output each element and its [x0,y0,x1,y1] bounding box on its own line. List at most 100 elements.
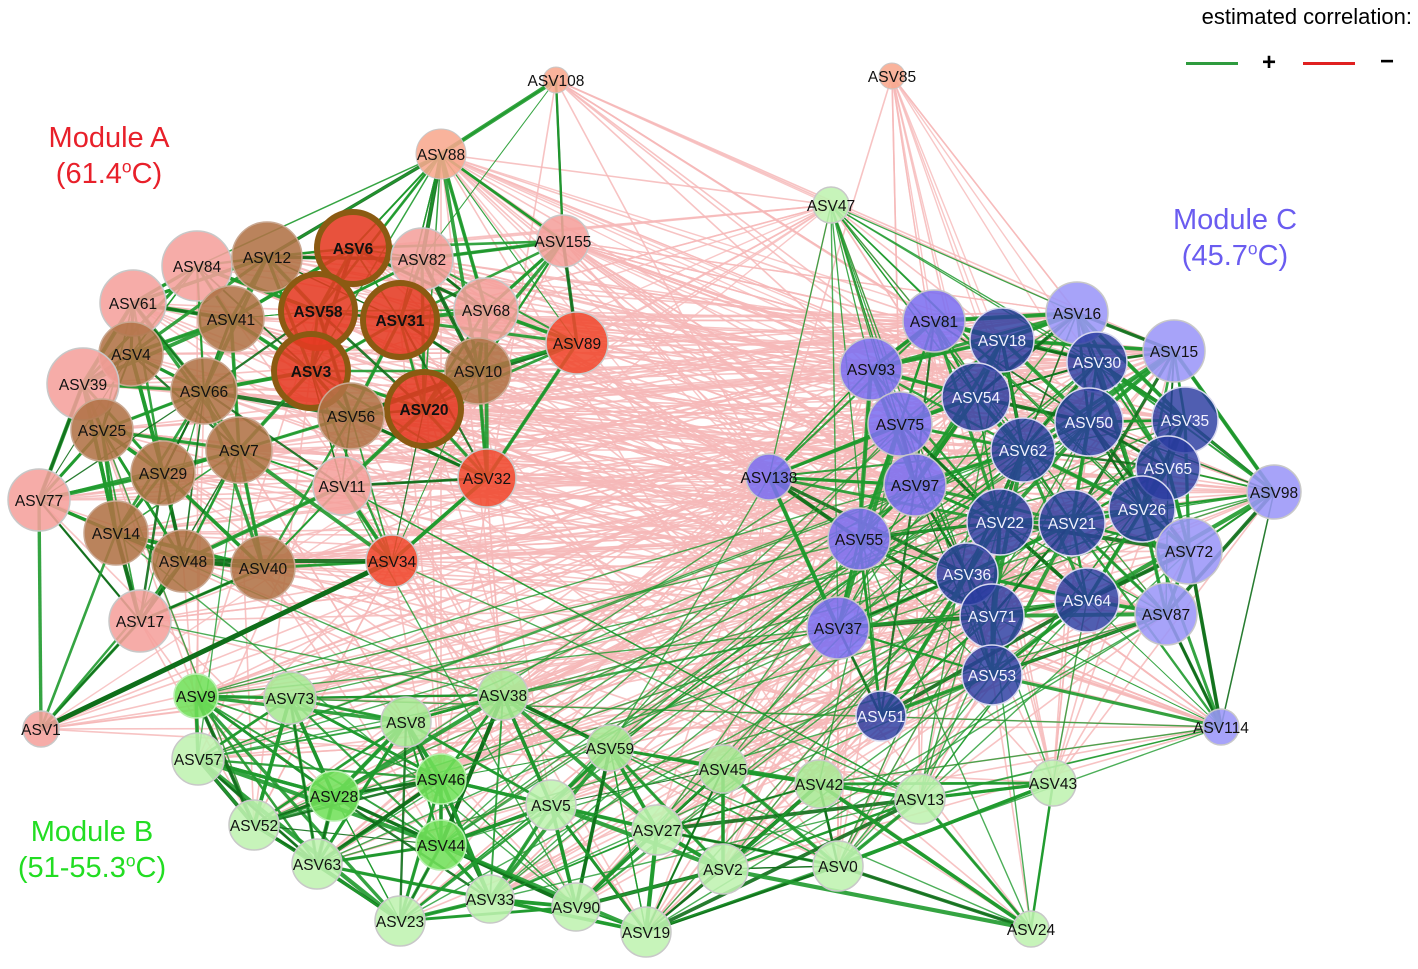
node-asv15: ASV15 [1142,319,1206,383]
node-circle [1246,464,1302,520]
node-label: ASV0 [818,859,858,876]
node-asv89: ASV89 [545,311,609,375]
node-circle [1142,319,1206,383]
node-label: ASV37 [814,621,862,638]
positive-edge [919,726,1222,800]
node-label: ASV51 [857,709,905,726]
node-label: ASV35 [1161,413,1209,430]
node-label: ASV19 [622,925,670,942]
node-label: ASV18 [978,333,1026,350]
positive-edge [837,864,1032,931]
node-asv0: ASV0 [812,840,864,892]
node-circle [990,417,1056,483]
negative-edge [182,560,882,717]
node-circle [415,753,467,805]
node-asv81: ASV81 [902,289,966,353]
node-circle [231,221,303,293]
positive-edge [830,204,1078,314]
node-circle [1108,475,1176,543]
node-asv9: ASV9 [173,673,219,719]
node-circle [545,311,609,375]
positive-edge [195,695,1222,728]
node-asv62: ASV62 [990,417,1056,483]
node-asv1: ASV1 [21,710,61,748]
negative-edge [502,538,860,696]
node-label: ASV9 [176,689,216,706]
positive-edge [391,560,921,800]
negative-edge [391,560,647,933]
node-label: ASV45 [699,762,747,779]
negative-edge [341,485,1032,930]
negative-edge [440,153,1275,493]
node-label: ASV22 [976,515,1024,532]
module-a-temperature: (61.4oC) [55,156,163,190]
node-label: ASV71 [968,609,1016,626]
positive-edge [399,508,1143,922]
node-circle [745,453,793,501]
node-label: ASV53 [968,668,1016,685]
node-label: ASV1 [21,722,61,739]
legend-negative-sign: − [1380,48,1395,75]
node-circle [314,209,392,287]
legend-negative-line [1303,62,1355,65]
node-circle [197,285,265,353]
node-circle [171,732,225,786]
node-asv57: ASV57 [171,732,225,786]
node-label: ASV108 [528,73,585,90]
node-circle [551,882,601,932]
positive-edge [991,615,1222,728]
positive-edge [837,674,993,867]
node-circle [969,307,1035,373]
node-circle [894,773,946,825]
node-asv71: ASV71 [959,583,1025,649]
node-label: ASV36 [943,567,991,584]
positive-edge [197,721,407,760]
node-circle [312,456,372,516]
positive-edge [489,829,658,900]
node-circle [365,534,419,588]
node-asv5: ASV5 [525,779,577,831]
node-circle [22,710,60,748]
node-asv30: ASV30 [1066,331,1128,393]
node-circle [961,644,1023,706]
node-asv72: ASV72 [1155,517,1223,585]
node-circle [525,779,577,831]
node-asv97: ASV97 [883,453,947,517]
positive-edge [1029,782,1055,930]
node-asv87: ASV87 [1134,582,1198,646]
node-circle [317,382,385,450]
node-asv17: ASV17 [108,589,172,653]
module-c-label: Module C (45.7oC) [1150,202,1320,274]
node-asv48: ASV48 [151,529,215,593]
node-label: ASV89 [553,336,601,353]
node-label: ASV40 [239,561,288,578]
node-circle [1012,910,1050,948]
node-label: ASV65 [1144,461,1192,478]
positive-edge [656,797,921,832]
positive-edge [645,726,1222,933]
node-circle [465,874,515,924]
negative-edge [656,726,1222,831]
negative-edge [1052,522,1073,784]
negative-edge [391,204,832,562]
node-circle [173,673,219,719]
positive-edge [609,746,921,801]
node-label: ASV15 [1150,344,1198,361]
module-b-label: Module B (51-55.3oC) [0,814,184,886]
node-circle [878,62,906,90]
node-circle [457,448,517,508]
node-label: ASV21 [1048,516,1096,533]
node-label: ASV56 [327,409,375,426]
node-asv85: ASV85 [868,62,916,90]
negative-edge [891,75,1078,314]
positive-edge [609,747,839,867]
positive-edge [722,866,1032,932]
node-asv68: ASV68 [453,277,519,343]
positive-edge [440,778,577,908]
node-asv28: ASV28 [308,770,360,822]
node-circle [1202,708,1240,746]
node-label: ASV63 [293,857,341,874]
positive-edge [197,757,442,781]
node-label: ASV3 [291,364,332,381]
